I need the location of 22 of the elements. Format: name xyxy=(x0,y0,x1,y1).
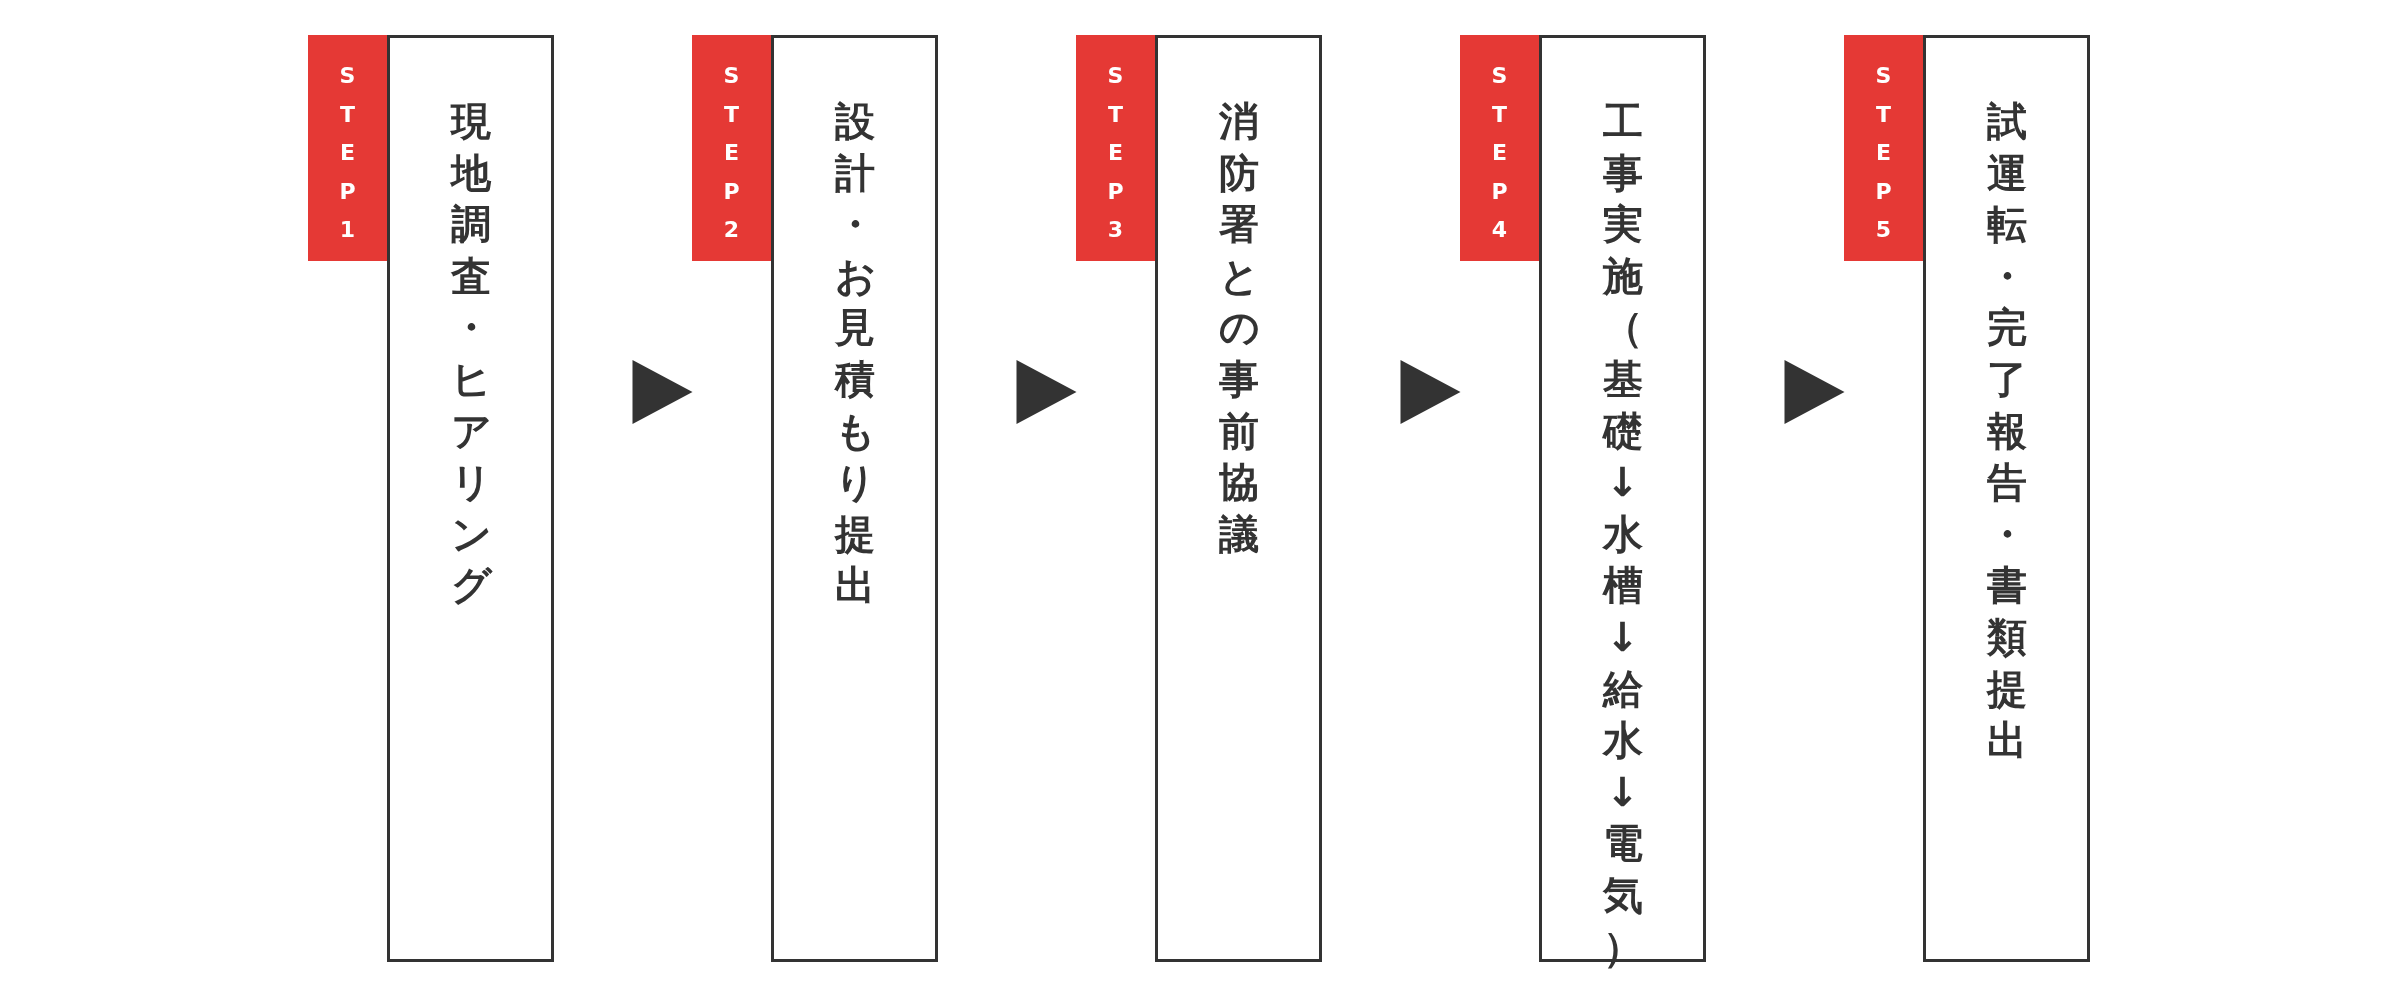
step-title: 現地調査・ヒアリング xyxy=(450,97,491,611)
step-title: 消防署との事前協議 xyxy=(1218,97,1259,559)
step-box xyxy=(387,35,554,962)
step-tab xyxy=(1460,35,1539,261)
step-title: 設計・お見積もり提出 xyxy=(834,97,875,611)
step-label: STEP1 xyxy=(338,62,357,244)
step-label: STEP2 xyxy=(722,62,741,244)
step-tab xyxy=(308,35,387,261)
arrow xyxy=(1400,360,1461,424)
step-tab xyxy=(692,35,771,261)
step-title: 試運転・完了報告・書類提出 xyxy=(1986,97,2027,766)
step-label: STEP4 xyxy=(1490,62,1509,244)
arrow xyxy=(1784,360,1845,424)
step-box xyxy=(771,35,938,962)
step-tab xyxy=(1844,35,1923,261)
step-box xyxy=(1923,35,2090,962)
arrow xyxy=(632,360,693,424)
step-label: STEP5 xyxy=(1874,62,1893,244)
step-tab xyxy=(1076,35,1155,261)
step-label: STEP3 xyxy=(1106,62,1125,244)
arrow xyxy=(1016,360,1077,424)
step-box xyxy=(1155,35,1322,962)
